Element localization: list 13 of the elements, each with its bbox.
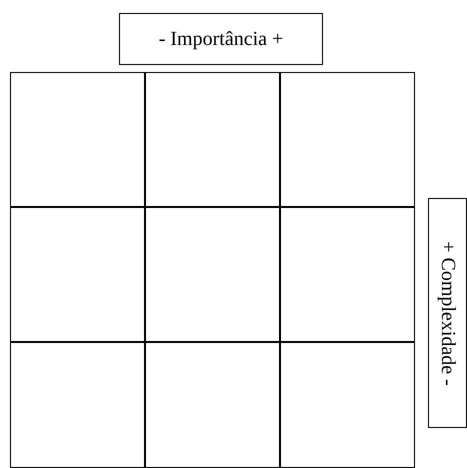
axis-label: + Complexidade - (436, 240, 459, 386)
grid-cell (10, 72, 145, 207)
grid-cell (145, 72, 280, 207)
grid-cell (145, 342, 280, 468)
grid-cell (145, 207, 280, 342)
label-box (119, 13, 323, 65)
grid-cell (280, 342, 415, 468)
grid-cell (280, 72, 415, 207)
axis-label: - Importância + (158, 28, 284, 50)
grid-cell (10, 342, 145, 468)
grid-cell (10, 207, 145, 342)
label-box (428, 198, 467, 428)
grid-cell (280, 207, 415, 342)
